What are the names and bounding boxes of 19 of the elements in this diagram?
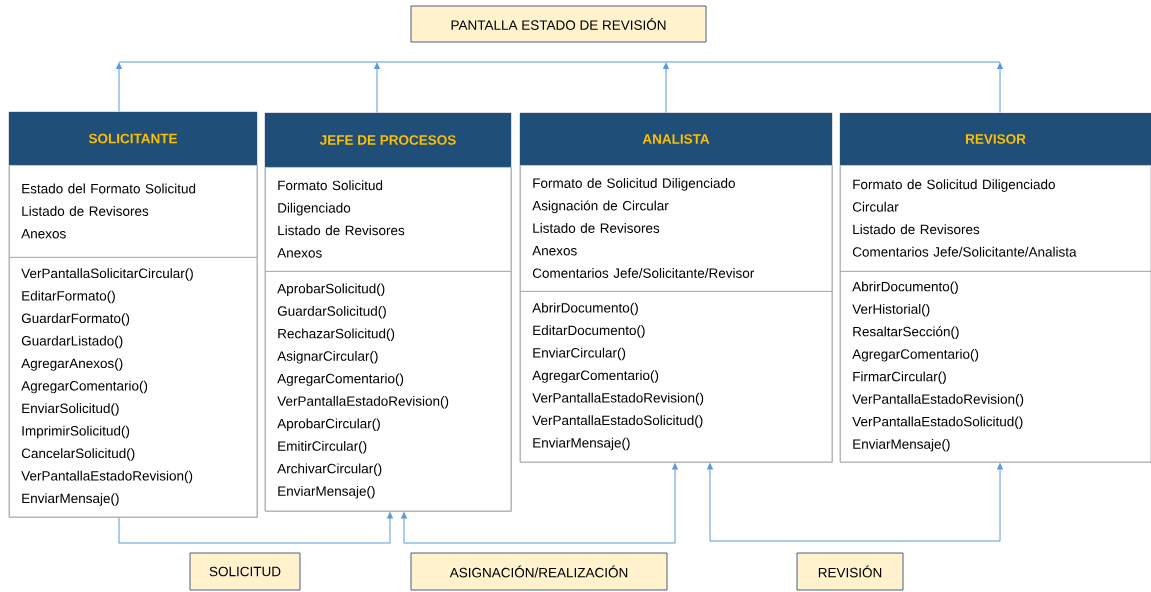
arrow: [118, 512, 393, 544]
compartment: AbrirDocumento() VerHistorial() ResaltarSección() AgregarComentario() FirmarCircular() VerPantallaEstadoRevision() VerPantallaEstadoSolicitud() EnviarMensaje(): [840, 271, 1151, 463]
label-box: PANTALLA ESTADO DE REVISIÓN: [410, 5, 707, 43]
label-box: REVISIÓN: [796, 552, 904, 591]
compartment: Estado del Formato Solicitud Listado de Revisores Anexos: [9, 165, 258, 258]
compartment: Formato de Solicitud Diligenciado Asignación de Circular Listado de Revisores Anexos Comentarios Jefe/Solicitante/Revisor: [520, 165, 833, 292]
compartment: AprobarSolicitud() GuardarSolicitud() RechazarSolicitud() AsignarCircular() AgregarComentario() VerPantallaEstadoRevision() AprobarCircular() EmitirCircular() ArchivarCircular() EnviarMensaje(): [265, 271, 512, 512]
compartment: AbrirDocumento() EditarDocumento() EnviarCircular() AgregarComentario() VerPantallaEstadoRevision() VerPantallaEstadoSolicitud() EnviarMensaje(): [520, 291, 833, 463]
arrow: [116, 62, 122, 113]
arrow: [707, 463, 1003, 542]
compartment: Formato de Solicitud Diligenciado Circular Listado de Revisores Comentarios Jefe/Solicitante/Analista: [840, 165, 1151, 272]
arrow: [401, 463, 678, 544]
arrow: [663, 62, 669, 114]
compartment: Formato Solicitud Diligenciado Listado de Revisores Anexos: [265, 167, 512, 272]
label-box: SOLICITUD: [189, 552, 301, 591]
label-box: ASIGNACIÓN/REALIZACIÓN: [410, 552, 668, 591]
arrow: [997, 62, 1003, 114]
compartment: VerPantallaSolicitarCircular() EditarFormato() GuardarFormato() GuardarListado() AgregarAnexos() AgregarComentario() EnviarSolicitud() ImprimirSolicitud() CancelarSolicitud() VerPantallaEstadoRevision() EnviarMensaje(): [9, 257, 258, 518]
arrow: [374, 62, 380, 114]
